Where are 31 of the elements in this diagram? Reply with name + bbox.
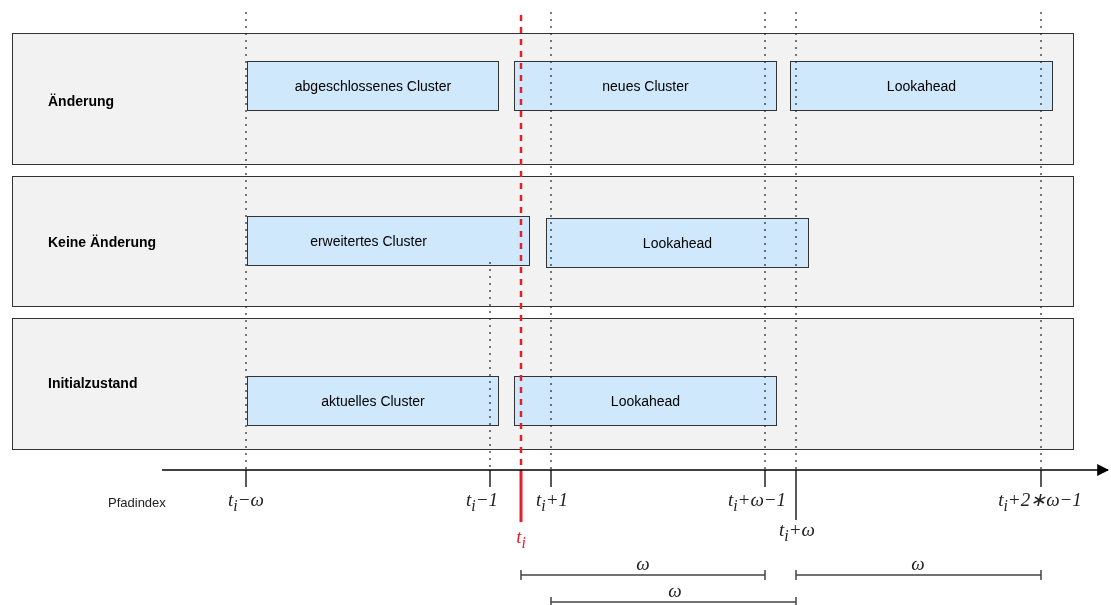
state-panel bbox=[12, 318, 1074, 450]
tick-label: t$_{i}$+ω−1 bbox=[727, 490, 787, 514]
segment-label: Lookahead bbox=[642, 235, 713, 251]
row-heading: Änderung bbox=[48, 93, 115, 109]
axis-title: Pfadindex bbox=[108, 495, 166, 509]
segment-box bbox=[514, 376, 777, 426]
tick-label: t$_{i}$+ω bbox=[779, 520, 815, 544]
segment-box bbox=[790, 61, 1053, 111]
segment-label: erweitertes Cluster bbox=[310, 233, 427, 249]
dimension-label: ω bbox=[911, 553, 925, 573]
dimension-label: ω bbox=[636, 553, 650, 573]
tick-label: t$_{i}$+2∗ω−1 bbox=[998, 490, 1082, 514]
tick-label: t$_{i}$−ω bbox=[228, 490, 264, 514]
tick-label: t$_{i}$+1 bbox=[536, 490, 568, 514]
segment-box bbox=[546, 218, 809, 268]
state-panel bbox=[12, 33, 1074, 165]
segment-label: abgeschlossenes Cluster bbox=[294, 78, 452, 94]
segment-box bbox=[247, 376, 499, 426]
row-heading: Initialzustand bbox=[48, 375, 138, 391]
segment-box bbox=[247, 216, 530, 266]
segment-box bbox=[514, 61, 777, 111]
tick-label: t$_{i}$−1 bbox=[466, 490, 498, 514]
dimension-label: ω bbox=[668, 580, 682, 600]
segment-label: neues Cluster bbox=[602, 78, 689, 94]
segment-label: Lookahead bbox=[886, 78, 957, 94]
tick-label: t$_{i}$ bbox=[516, 527, 526, 551]
state-panel bbox=[12, 176, 1074, 307]
segment-label: Lookahead bbox=[610, 393, 681, 409]
segment-label: aktuelles Cluster bbox=[321, 393, 425, 409]
segment-box bbox=[247, 61, 499, 111]
row-heading: Keine Änderung bbox=[48, 234, 157, 250]
